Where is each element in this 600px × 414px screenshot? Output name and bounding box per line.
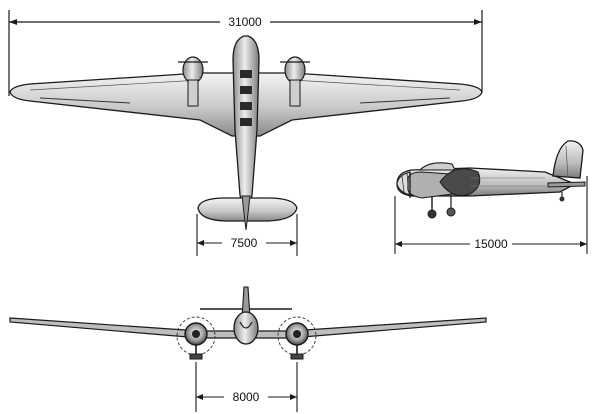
wingspan-label: 31000	[228, 15, 262, 29]
cockpit-frame-2	[240, 86, 252, 94]
tailplane-arrow-left	[197, 240, 204, 246]
main-wheel-side	[427, 209, 437, 219]
fuselage-length-label: 15000	[474, 237, 508, 251]
cockpit-canopy-side	[418, 162, 456, 171]
propeller-disc-left	[176, 316, 216, 356]
cockpit-frame-1	[240, 70, 252, 78]
length-arrow-left	[395, 241, 402, 247]
tailplane-arrow-right	[290, 240, 297, 246]
engine-right-front	[277, 316, 317, 360]
tailplane-span-label: 7500	[231, 236, 258, 250]
propeller-disc-right	[277, 316, 317, 356]
engine-left-front	[176, 316, 216, 360]
engine-nacelle-left	[178, 56, 208, 107]
fuselage-top	[232, 35, 260, 223]
front-view: 8000	[9, 286, 487, 412]
tail-fin-side	[552, 140, 584, 179]
main-wheel-left	[189, 353, 203, 360]
aileron-left	[39, 97, 131, 104]
stabilizer-side	[547, 181, 586, 188]
nose-glazing-front	[239, 321, 253, 329]
engine-nacelle-right	[280, 56, 310, 107]
main-wheel-right	[290, 353, 304, 360]
cockpit-frame-4	[240, 118, 252, 126]
wing-panel-line-left	[29, 79, 201, 91]
wingspan-arrow-left	[9, 19, 17, 25]
gear-track-label: 8000	[233, 390, 260, 404]
main-wheel-side-2	[446, 207, 456, 217]
cockpit-frame-3	[240, 102, 252, 110]
tail-wheel-side	[559, 196, 565, 202]
wing-root-side	[439, 168, 481, 196]
aileron-right	[359, 97, 451, 104]
length-arrow-right	[580, 241, 587, 247]
track-arrow-right	[290, 394, 297, 400]
wingspan-arrow-right	[474, 19, 482, 25]
top-view: 31000 7500	[8, 10, 483, 256]
track-arrow-left	[196, 394, 203, 400]
side-view: 15000	[394, 140, 588, 254]
tail-fin-top	[241, 195, 251, 231]
wing-panel-line-right	[291, 79, 461, 91]
